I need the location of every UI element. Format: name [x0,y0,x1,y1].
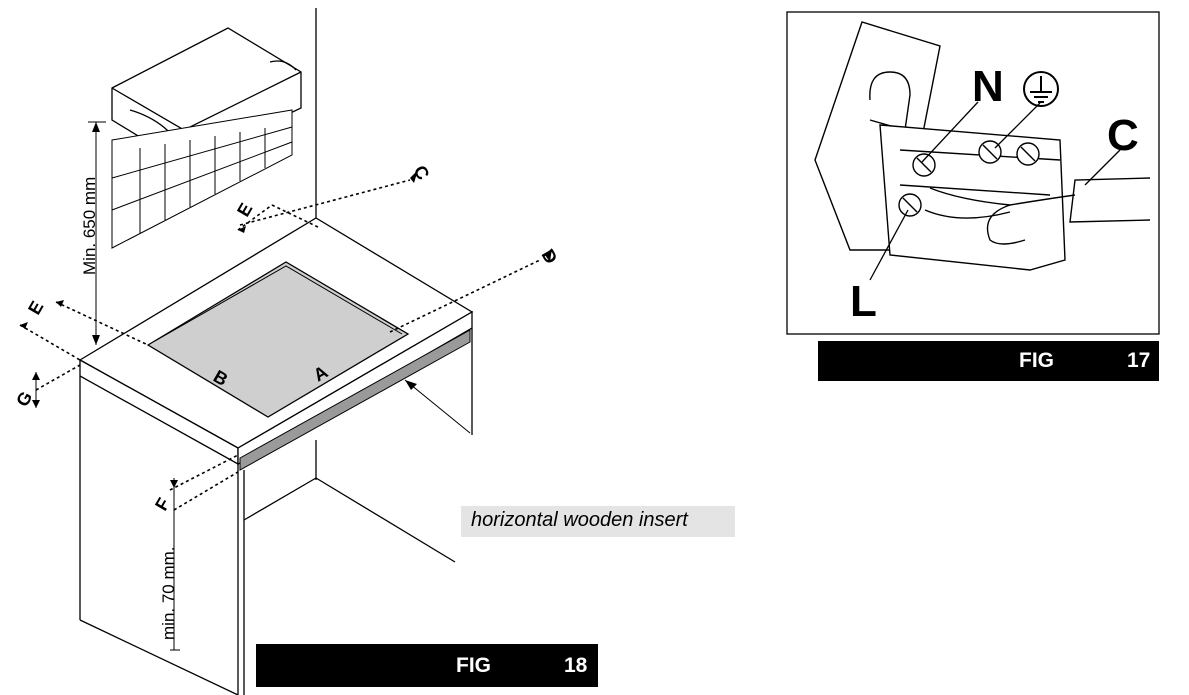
fig17-caption-number: 17 [1127,349,1151,372]
label-G: G [12,388,36,410]
fig17-caption-label: FIG [1019,349,1054,372]
label-N: N [972,62,1004,111]
hob-cutout [146,261,410,418]
fig17-caption: FIG 17 [818,341,1159,381]
ground-symbol-icon [1023,71,1059,107]
label-L: L [850,277,877,326]
fig18-caption-number: 18 [564,653,588,677]
terminal-block [814,21,1151,271]
insert-label-box: horizontal wooden insert [461,506,735,537]
insert-label-text: horizontal wooden insert [471,509,688,531]
label-E-top: E [233,200,256,220]
fig18-caption-label: FIG [456,653,491,677]
dim-label-min-70: min. 70 mm. [159,546,178,640]
wall-tiles [111,109,293,249]
label-D: D [538,246,562,267]
label-F: F [151,494,174,514]
fig18-caption: FIG 18 [256,644,598,687]
label-C-fig17: C [1107,111,1139,160]
label-E-left: E [24,298,47,318]
cabinet [79,328,473,695]
dim-label-min-650: Min. 650 mm [80,177,99,275]
